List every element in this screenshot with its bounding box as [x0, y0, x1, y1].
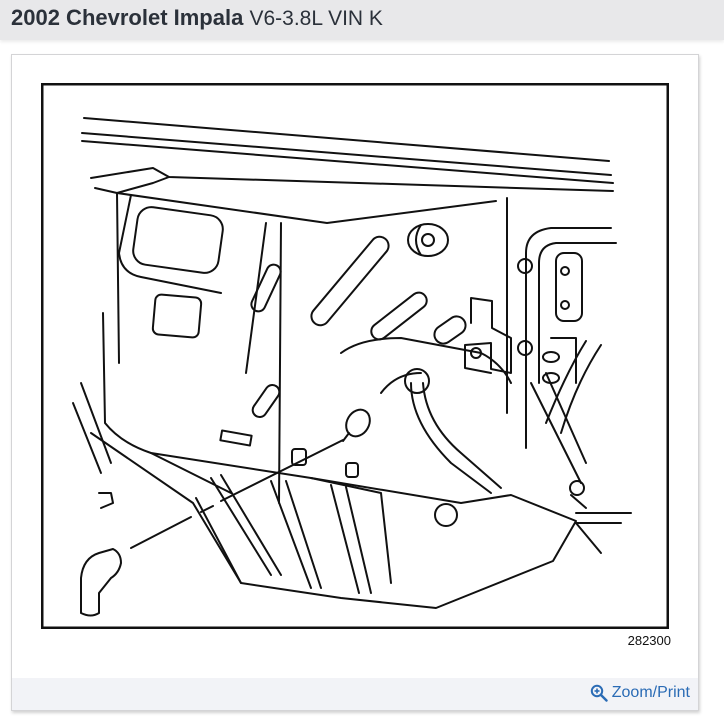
zoom-print-label: Zoom/Print: [611, 684, 690, 701]
zoom-in-icon: [590, 684, 608, 702]
zoom-print-link[interactable]: Zoom/Print: [590, 684, 690, 702]
page-title: 2002 Chevrolet Impala V6-3.8L VIN K: [11, 5, 383, 31]
vehicle-title: 2002 Chevrolet Impala: [11, 5, 244, 30]
figure-number: 282300: [627, 633, 671, 648]
figure-card: 282300 Zoom/Print: [11, 54, 699, 711]
page-header: 2002 Chevrolet Impala V6-3.8L VIN K: [0, 0, 724, 40]
component-line-drawing: [40, 82, 670, 630]
diagram-figure[interactable]: [40, 82, 670, 630]
engine-subtitle: V6-3.8L VIN K: [249, 7, 383, 30]
figure-footer: Zoom/Print: [12, 678, 698, 710]
